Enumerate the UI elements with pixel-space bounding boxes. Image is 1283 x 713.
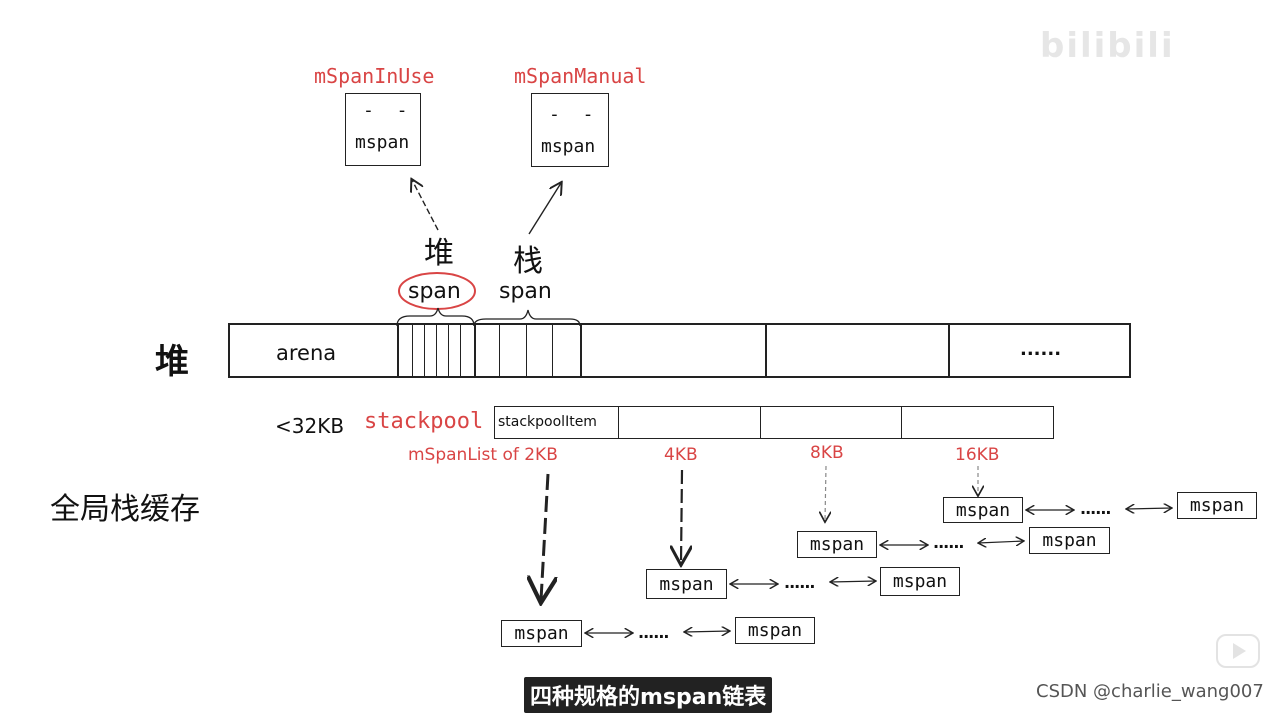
brace-stack-span bbox=[473, 309, 581, 327]
arena-cell-divider bbox=[765, 325, 767, 376]
list-ellipsis: ...... bbox=[784, 573, 815, 592]
stack-char: 栈 bbox=[513, 244, 543, 279]
size-limit-label: <32KB bbox=[275, 414, 345, 438]
mspan-in-use-label: mSpanInUse bbox=[314, 64, 435, 88]
global-stack-cache-label: 全局栈缓存 bbox=[50, 492, 200, 527]
span-stack-label: span bbox=[499, 279, 552, 304]
page-divider bbox=[552, 325, 553, 376]
mspan-manual-dashes: - - bbox=[549, 104, 600, 125]
mspan-manual-text: mspan bbox=[541, 136, 596, 157]
arrow-8kb bbox=[825, 465, 826, 521]
page-divider bbox=[436, 325, 437, 376]
size-label-16kb: 16KB bbox=[955, 445, 1000, 465]
stackpool-cell-divider bbox=[901, 407, 902, 438]
subtitle-caption: 四种规格的mspan链表 bbox=[524, 677, 773, 713]
arrow-stack-to-manual bbox=[528, 183, 561, 235]
arrow-4kb bbox=[681, 469, 682, 563]
page-divider bbox=[424, 325, 425, 376]
play-icon[interactable] bbox=[1216, 634, 1260, 668]
page-divider bbox=[526, 325, 527, 376]
list-ellipsis: ...... bbox=[1080, 499, 1111, 518]
span-cell-divider bbox=[474, 325, 476, 376]
mspan-node: mspan bbox=[1029, 527, 1110, 554]
stackpool-cell-divider bbox=[618, 407, 619, 438]
mspan-in-use-box: - - mspan bbox=[345, 93, 421, 166]
stackpool-cell-divider bbox=[760, 407, 761, 438]
arena-label: arena bbox=[276, 341, 337, 365]
arrow-heap-to-inuse bbox=[412, 180, 439, 231]
csdn-credit: CSDN @charlie_wang007 bbox=[1036, 681, 1264, 702]
span-cell-divider bbox=[397, 325, 399, 376]
heap-arena-bar: arena ...... bbox=[228, 323, 1131, 378]
mspan-node: mspan bbox=[1177, 492, 1257, 519]
mspan-node: mspan bbox=[501, 620, 582, 647]
brace-heap-span bbox=[396, 307, 475, 327]
stackpool-item-label: stackpoolItem bbox=[498, 414, 597, 430]
list-ellipsis: ...... bbox=[933, 533, 964, 552]
page-divider bbox=[499, 325, 500, 376]
page-divider bbox=[448, 325, 449, 376]
arena-ellipsis: ...... bbox=[1020, 339, 1062, 360]
page-divider bbox=[460, 325, 461, 376]
mspan-manual-label: mSpanManual bbox=[514, 64, 647, 88]
mspan-node: mspan bbox=[880, 567, 960, 596]
list-ellipsis: ...... bbox=[638, 623, 669, 642]
mspan-in-use-dashes: - - bbox=[363, 100, 414, 121]
span-highlight-ellipse bbox=[398, 272, 476, 310]
heap-label: 堆 bbox=[155, 342, 189, 382]
mspan-node: mspan bbox=[646, 569, 727, 599]
size-label-2kb: mSpanList of 2KB bbox=[408, 445, 558, 465]
arrow-2kb bbox=[541, 473, 548, 600]
heap-char: 堆 bbox=[424, 236, 454, 271]
stackpool-label: stackpool bbox=[364, 409, 484, 434]
page-divider bbox=[412, 325, 413, 376]
mspan-node: mspan bbox=[943, 497, 1023, 523]
size-label-8kb: 8KB bbox=[810, 443, 844, 463]
size-label-4kb: 4KB bbox=[664, 445, 698, 465]
mspan-manual-box: - - mspan bbox=[531, 93, 609, 167]
mspan-node: mspan bbox=[797, 531, 877, 558]
span-cell-divider bbox=[580, 325, 582, 376]
bilibili-watermark: bilibili bbox=[1040, 26, 1175, 66]
mspan-in-use-text: mspan bbox=[355, 132, 410, 153]
play-triangle-icon bbox=[1233, 643, 1246, 659]
stackpool-row: stackpoolItem bbox=[494, 406, 1054, 439]
span-heap-label: span bbox=[408, 279, 461, 304]
arena-cell-divider bbox=[948, 325, 950, 376]
mspan-node: mspan bbox=[735, 617, 815, 644]
